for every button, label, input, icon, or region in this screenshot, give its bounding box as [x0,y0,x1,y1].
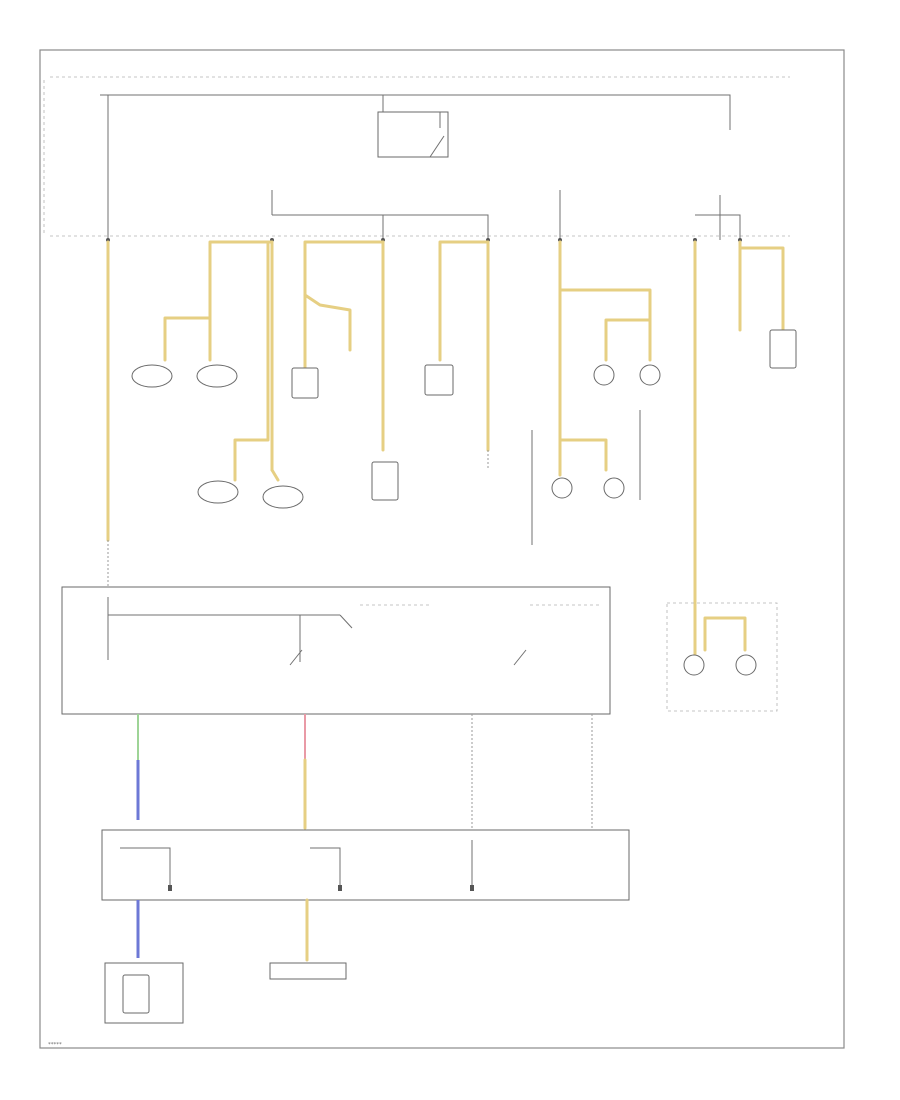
bottom-left-device [122,974,150,1014]
lamp-relay [377,111,449,158]
lamp-bulb [683,654,705,676]
center-module-right [424,364,454,396]
left-rear-lamp-assembly [666,602,778,712]
bottom-center-connector [269,962,347,980]
ground-symbol [470,885,474,891]
ground-symbol [168,885,172,891]
relay-contact [429,135,445,158]
right-feed-a [558,240,652,322]
rear-lamp-feed-b [703,616,747,652]
right-feed-c [604,318,652,362]
right-front-lamp [197,480,239,504]
control-module [101,829,630,901]
headlamp-switch [61,586,611,715]
diagram-frame [39,49,845,1049]
switch-blade [339,614,353,629]
right-front-marker-lamp [262,485,304,509]
lamp-bulb [593,364,615,386]
left-front-marker-lamp [196,364,238,388]
lamp-feed-d [233,240,270,482]
diagram-stamp: ***** [48,1042,62,1048]
ground-symbol [338,885,342,891]
lamp-bulb [603,477,625,499]
battery-feed-wire [100,94,731,130]
lamp-feed-e [270,468,280,482]
lamp-bulb [735,654,757,676]
center-module-left [291,367,319,399]
far-right-feed-c [738,246,785,332]
switch-blade [513,649,527,666]
right-feed-d [558,438,608,472]
switch-blade [289,649,303,666]
center-feed-b [303,293,352,352]
module-circuit [120,847,171,885]
left-front-lamp [131,364,173,388]
module-circuit [310,847,341,885]
lamp-feed-a [208,240,274,362]
lamp-bulb [551,477,573,499]
lamp-bulb [639,364,661,386]
far-right-module [769,329,797,369]
fuse-bus-right [695,214,741,240]
lamp-feed-b [163,316,212,362]
fuse-bus-center [272,214,489,240]
center-right-feed-a [438,240,490,362]
center-feed-a [303,240,385,372]
left-rear-lamp-module [371,461,399,501]
